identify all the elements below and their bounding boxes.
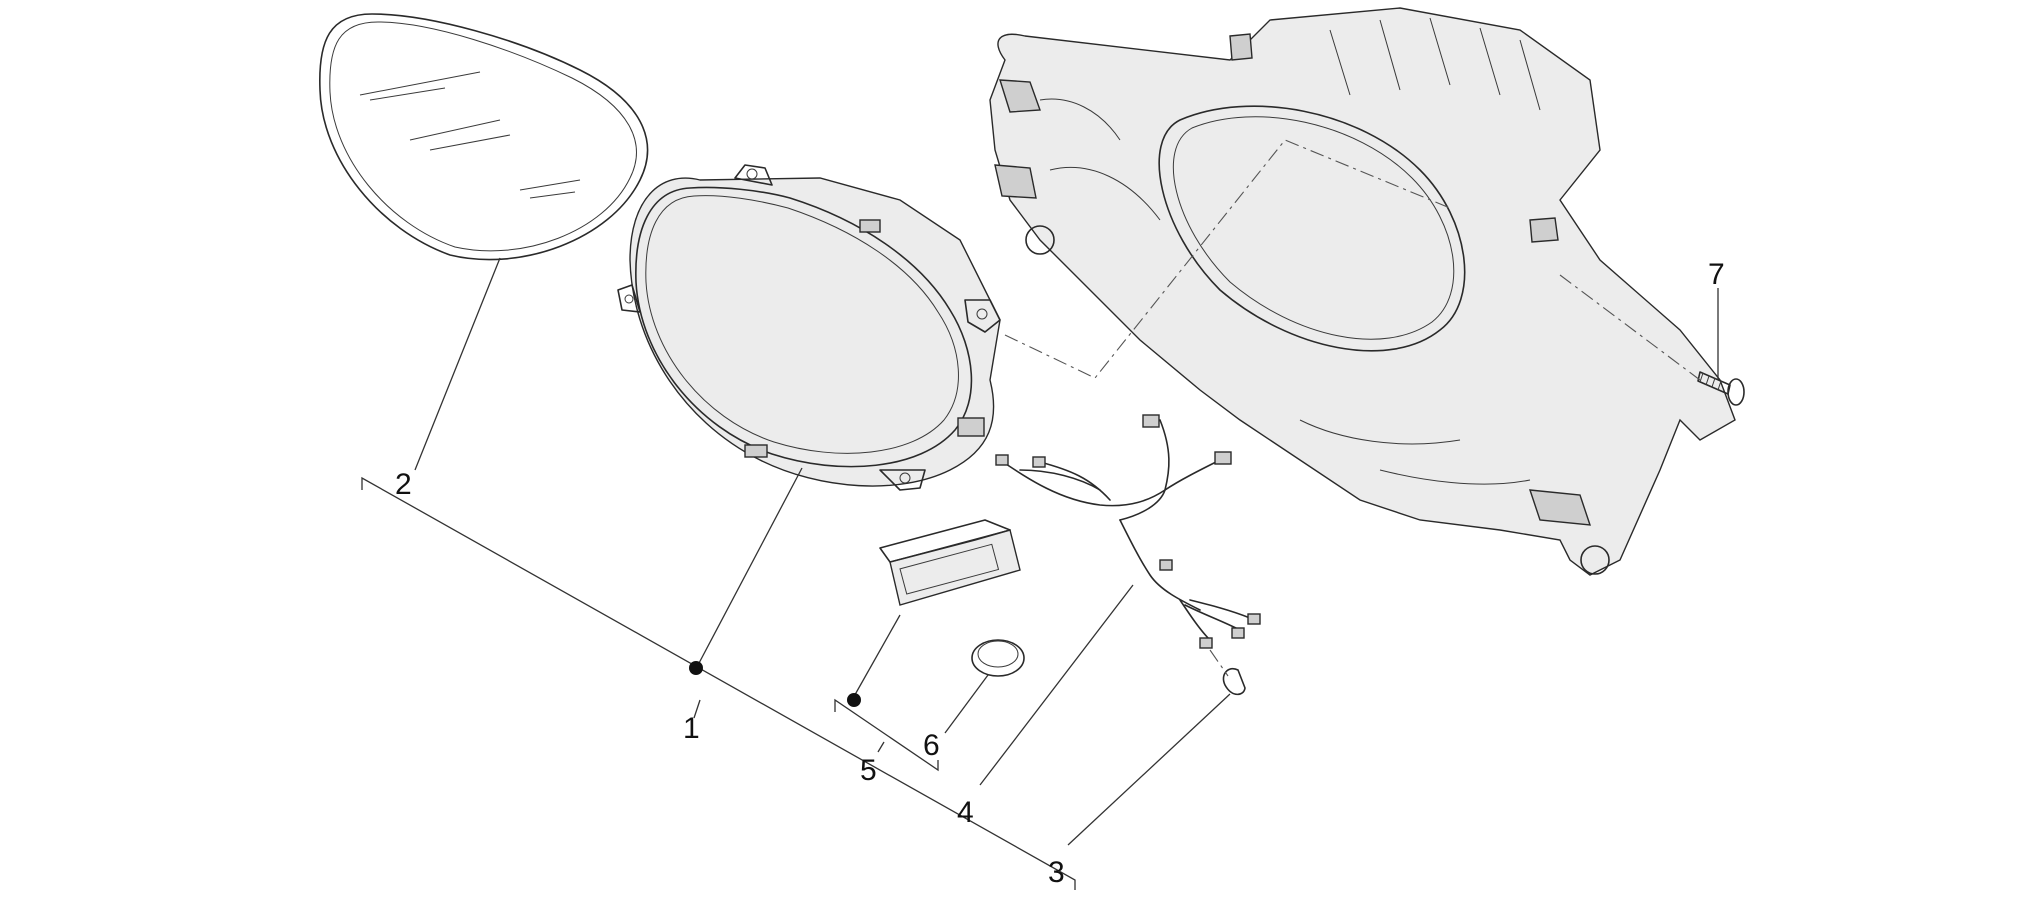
bulb-part[interactable] xyxy=(1209,649,1246,696)
wiring-harness-part[interactable] xyxy=(995,414,1261,649)
instrument-panel-part[interactable] xyxy=(617,164,1001,491)
callout-6: 6 xyxy=(923,729,940,762)
cover-glass-part[interactable] xyxy=(319,13,649,261)
callout-2: 2 xyxy=(395,468,412,501)
callout-1: 1 xyxy=(683,712,700,745)
handlebar-cover-body xyxy=(989,7,1736,576)
bullet-dot xyxy=(847,693,861,707)
callout-4: 4 xyxy=(957,796,974,829)
leader-lines xyxy=(361,257,1719,890)
lcd-module-part[interactable] xyxy=(879,519,1021,606)
bullet-dot xyxy=(689,661,703,675)
callout-7: 7 xyxy=(1708,258,1725,291)
callout-numbers: 2 1 5 6 4 3 7 xyxy=(395,258,1725,889)
screw-part[interactable] xyxy=(1697,371,1745,406)
callout-5: 5 xyxy=(860,754,877,787)
button-cell-part[interactable] xyxy=(971,639,1025,677)
callout-3: 3 xyxy=(1048,856,1065,889)
assembly-axes xyxy=(1004,139,1701,381)
